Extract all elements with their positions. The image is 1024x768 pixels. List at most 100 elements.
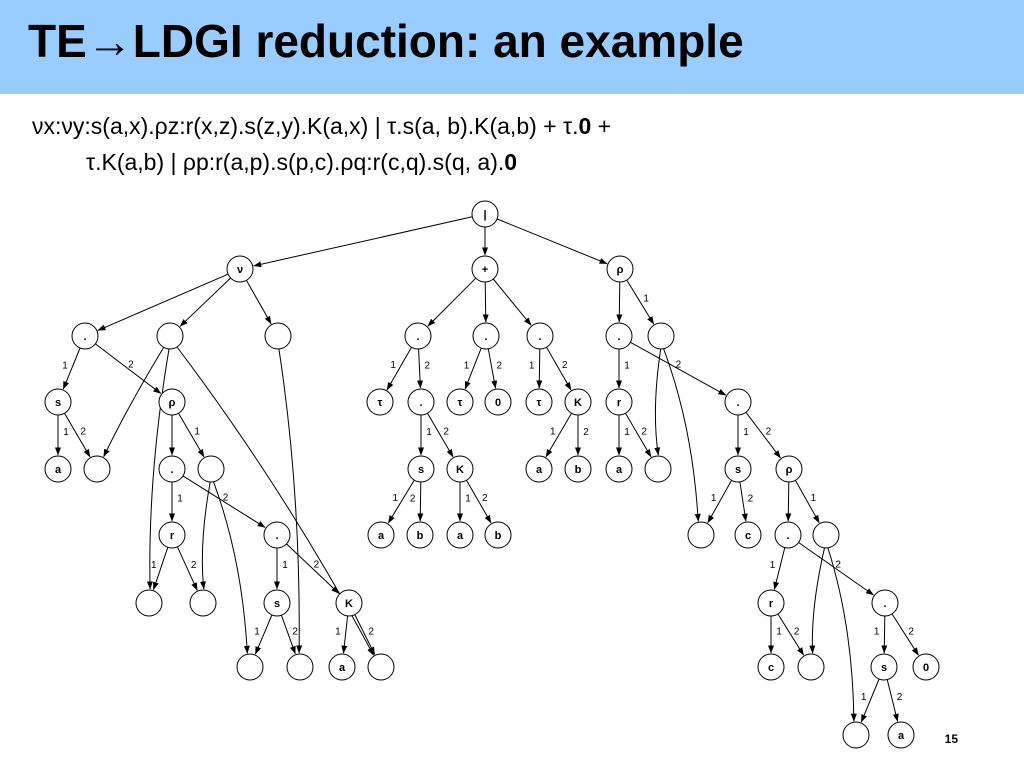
tree-node-e6 xyxy=(189,589,217,617)
edge-K1-e9 xyxy=(354,614,376,655)
node-circle xyxy=(647,322,675,350)
node-circle xyxy=(83,455,111,483)
node-label: b xyxy=(575,464,582,476)
edge-label: 2 xyxy=(410,493,416,504)
formula-line-2: τ.K(a,b) | ρp:r(a,p).s(p,c).ρq:r(c,q).s(… xyxy=(32,144,611,180)
tree-node-d8: . xyxy=(605,322,633,350)
edge-d6-K2 xyxy=(546,347,572,391)
node-circle xyxy=(263,521,291,549)
tree-node-e9 xyxy=(367,653,395,681)
tree-node-d10: . xyxy=(774,521,802,549)
edge-s4-e12 xyxy=(707,480,733,524)
edge-label: 2 xyxy=(443,427,449,438)
tree-node-e14 xyxy=(797,653,825,681)
edge-label: 1 xyxy=(711,493,717,504)
node-label: | xyxy=(483,209,486,221)
node-label: r xyxy=(170,530,175,542)
node-label: a xyxy=(536,464,543,476)
edge-rho3-e13 xyxy=(794,480,820,524)
edge-d5-z1 xyxy=(487,348,498,389)
node-circle xyxy=(156,322,184,350)
node-circle xyxy=(606,255,634,283)
node-label: . xyxy=(484,331,487,343)
edge-label: 2 xyxy=(748,493,754,504)
edge-label: 1 xyxy=(770,560,776,571)
node-label: τ xyxy=(537,397,542,409)
node-circle xyxy=(724,455,752,483)
edge-e1-e5 xyxy=(146,348,170,590)
node-circle xyxy=(484,521,512,549)
edge-d10-r3 xyxy=(773,547,786,590)
node-circle xyxy=(407,388,435,416)
formula-zero: 0 xyxy=(504,149,518,175)
formula-line-1-text: νx:νy:s(a,x).ρz:r(x,z).s(z,y).K(a,x) | τ… xyxy=(32,113,579,139)
tree-node-t1: τ xyxy=(366,388,394,416)
node-circle xyxy=(189,589,217,617)
edge-s3-b1 xyxy=(417,481,424,522)
edge-label: 2 xyxy=(794,626,800,637)
node-circle xyxy=(564,388,592,416)
tree-node-d7: . xyxy=(407,388,435,416)
tree-node-z1: 0 xyxy=(484,388,512,416)
edge-s1-e3 xyxy=(64,412,91,458)
tree-node-nu: ν xyxy=(226,255,254,283)
node-circle xyxy=(406,521,434,549)
tree-node-K1: K xyxy=(335,589,363,617)
node-circle xyxy=(44,388,72,416)
tree-node-c2: c xyxy=(757,653,785,681)
tree-node-s2: s xyxy=(263,589,291,617)
node-label: b xyxy=(417,530,424,542)
edge-label: 2 xyxy=(223,493,229,504)
tree-node-a7: a xyxy=(887,721,915,749)
edge-label: 1 xyxy=(861,692,867,703)
title-prefix: TE xyxy=(28,15,87,67)
tree-node-d11: . xyxy=(871,589,899,617)
edge-label: 2 xyxy=(368,626,374,637)
tree-node-b1: b xyxy=(406,521,434,549)
tree-node-d1: . xyxy=(71,322,99,350)
node-label: s xyxy=(55,397,61,409)
edge-d11-z2 xyxy=(891,613,919,656)
edge-rho2-e4 xyxy=(178,412,205,458)
tree-node-a5: a xyxy=(446,521,474,549)
node-circle xyxy=(367,653,395,681)
tree-node-e4 xyxy=(197,455,225,483)
edge-label: 2 xyxy=(641,427,647,438)
node-circle xyxy=(526,322,554,350)
node-circle xyxy=(644,455,672,483)
node-label: r xyxy=(617,397,622,409)
edge-K3-b3 xyxy=(466,480,492,524)
node-label: c xyxy=(745,530,751,542)
node-label: b xyxy=(495,530,502,542)
edge-e4-e6 xyxy=(200,481,211,590)
edge-r2-e11 xyxy=(625,412,652,458)
tree-node-d6: . xyxy=(526,322,554,350)
tree-node-a4: a xyxy=(525,455,553,483)
tree-node-c1: c xyxy=(734,521,762,549)
edge-par-nu xyxy=(253,216,473,268)
node-circle xyxy=(158,455,186,483)
formula-line-1: νx:νy:s(a,x).ρz:r(x,z).s(z,y).K(a,x) | τ… xyxy=(32,113,611,139)
node-circle xyxy=(367,521,395,549)
edge-s2-e7 xyxy=(254,614,273,655)
edge-d1-rho2 xyxy=(95,343,162,394)
node-label: s xyxy=(735,464,741,476)
edge-d8-d9 xyxy=(630,341,727,396)
tree-node-a2: a xyxy=(328,653,356,681)
edge-e13-e14 xyxy=(809,547,825,654)
node-label: a xyxy=(55,464,62,476)
node-circle xyxy=(775,455,803,483)
node-label: ρ xyxy=(169,397,176,409)
node-circle xyxy=(525,388,553,416)
tree-node-e5 xyxy=(135,589,163,617)
node-label: ν xyxy=(237,264,243,276)
edge-nu-d1 xyxy=(97,273,229,331)
tree-node-a1: a xyxy=(44,455,72,483)
edge-d4-d7 xyxy=(417,348,424,389)
edge-r3-e14 xyxy=(777,613,805,656)
node-label: a xyxy=(378,530,385,542)
edge-r1-e6 xyxy=(176,546,198,591)
tree-node-e12 xyxy=(687,521,715,549)
edge-label: 1 xyxy=(151,560,157,571)
tree-node-e3 xyxy=(83,455,111,483)
